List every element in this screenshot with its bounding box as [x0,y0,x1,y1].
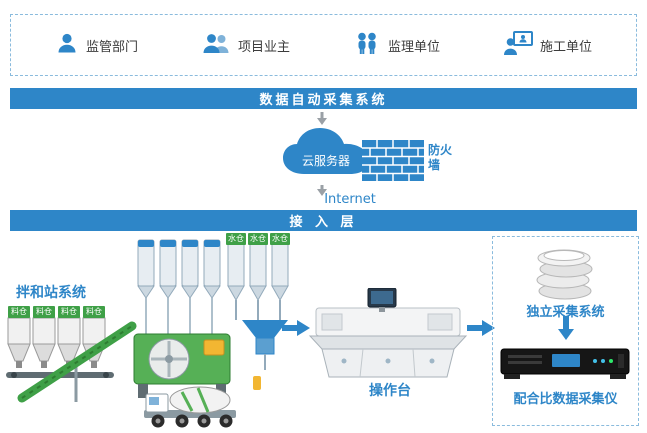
mixer-machine [133,333,261,398]
material-bin-badge: 料仓 [33,306,55,318]
access-layer-banner: 接 入 层 [10,210,637,231]
water-silos [227,239,289,370]
stakeholder-regulator: 监管部门 [55,31,138,59]
material-bin-badge: 料仓 [8,306,30,318]
down-arrow-icon [316,181,328,200]
right-arrow-icon [282,318,310,342]
down-arrow-icon [316,110,328,129]
stakeholder-constructor: 施工单位 [503,30,592,60]
stakeholder-label: 项目业主 [237,39,290,55]
collection-system-banner: 数据自动采集系统 [10,88,637,109]
right-arrow-icon [467,318,495,342]
mixer-truck [144,386,236,428]
cloud-server-label: 云服务器 [301,154,350,168]
person-icon [55,31,79,59]
water-bin-badge: 水仓 [248,233,268,245]
cement-silos [137,239,221,334]
firewall-label: 防火墙 [428,143,453,172]
material-bin-badge: 料仓 [83,306,105,318]
mixing-station-title: 拌和站系统 [16,285,86,301]
operator-console-illustration [308,287,468,384]
independent-system-label: 独立采集系统 [526,305,605,320]
stakeholder-label: 施工单位 [539,39,592,55]
presenter-icon [503,30,533,60]
water-bin-badge: 水仓 [226,233,246,245]
stakeholder-supervision: 监理单位 [353,31,440,59]
material-bin-badge: 料仓 [58,306,80,318]
people-icon [201,31,231,59]
database-icon [534,244,596,306]
acquisition-panel [492,236,639,426]
conveyor-belt [17,321,137,403]
down-arrow-blue-icon [558,316,574,344]
mixing-plant-illustration [6,228,306,433]
water-bin-badge: 水仓 [270,233,290,245]
data-collector-label: 配合比数据采集仪 [513,392,618,407]
server-icon [500,342,630,388]
two-persons-icon [353,31,381,59]
stakeholder-label: 监管部门 [86,39,139,55]
cloud-icon [278,124,374,184]
internet-label: Internet [324,192,376,207]
stakeholder-label: 监理单位 [387,39,440,55]
stakeholder-owner: 项目业主 [201,31,290,59]
stakeholders-panel: 监管部门 项目业主 [10,14,637,76]
console-label: 操作台 [369,383,411,399]
firewall-icon [362,140,424,185]
